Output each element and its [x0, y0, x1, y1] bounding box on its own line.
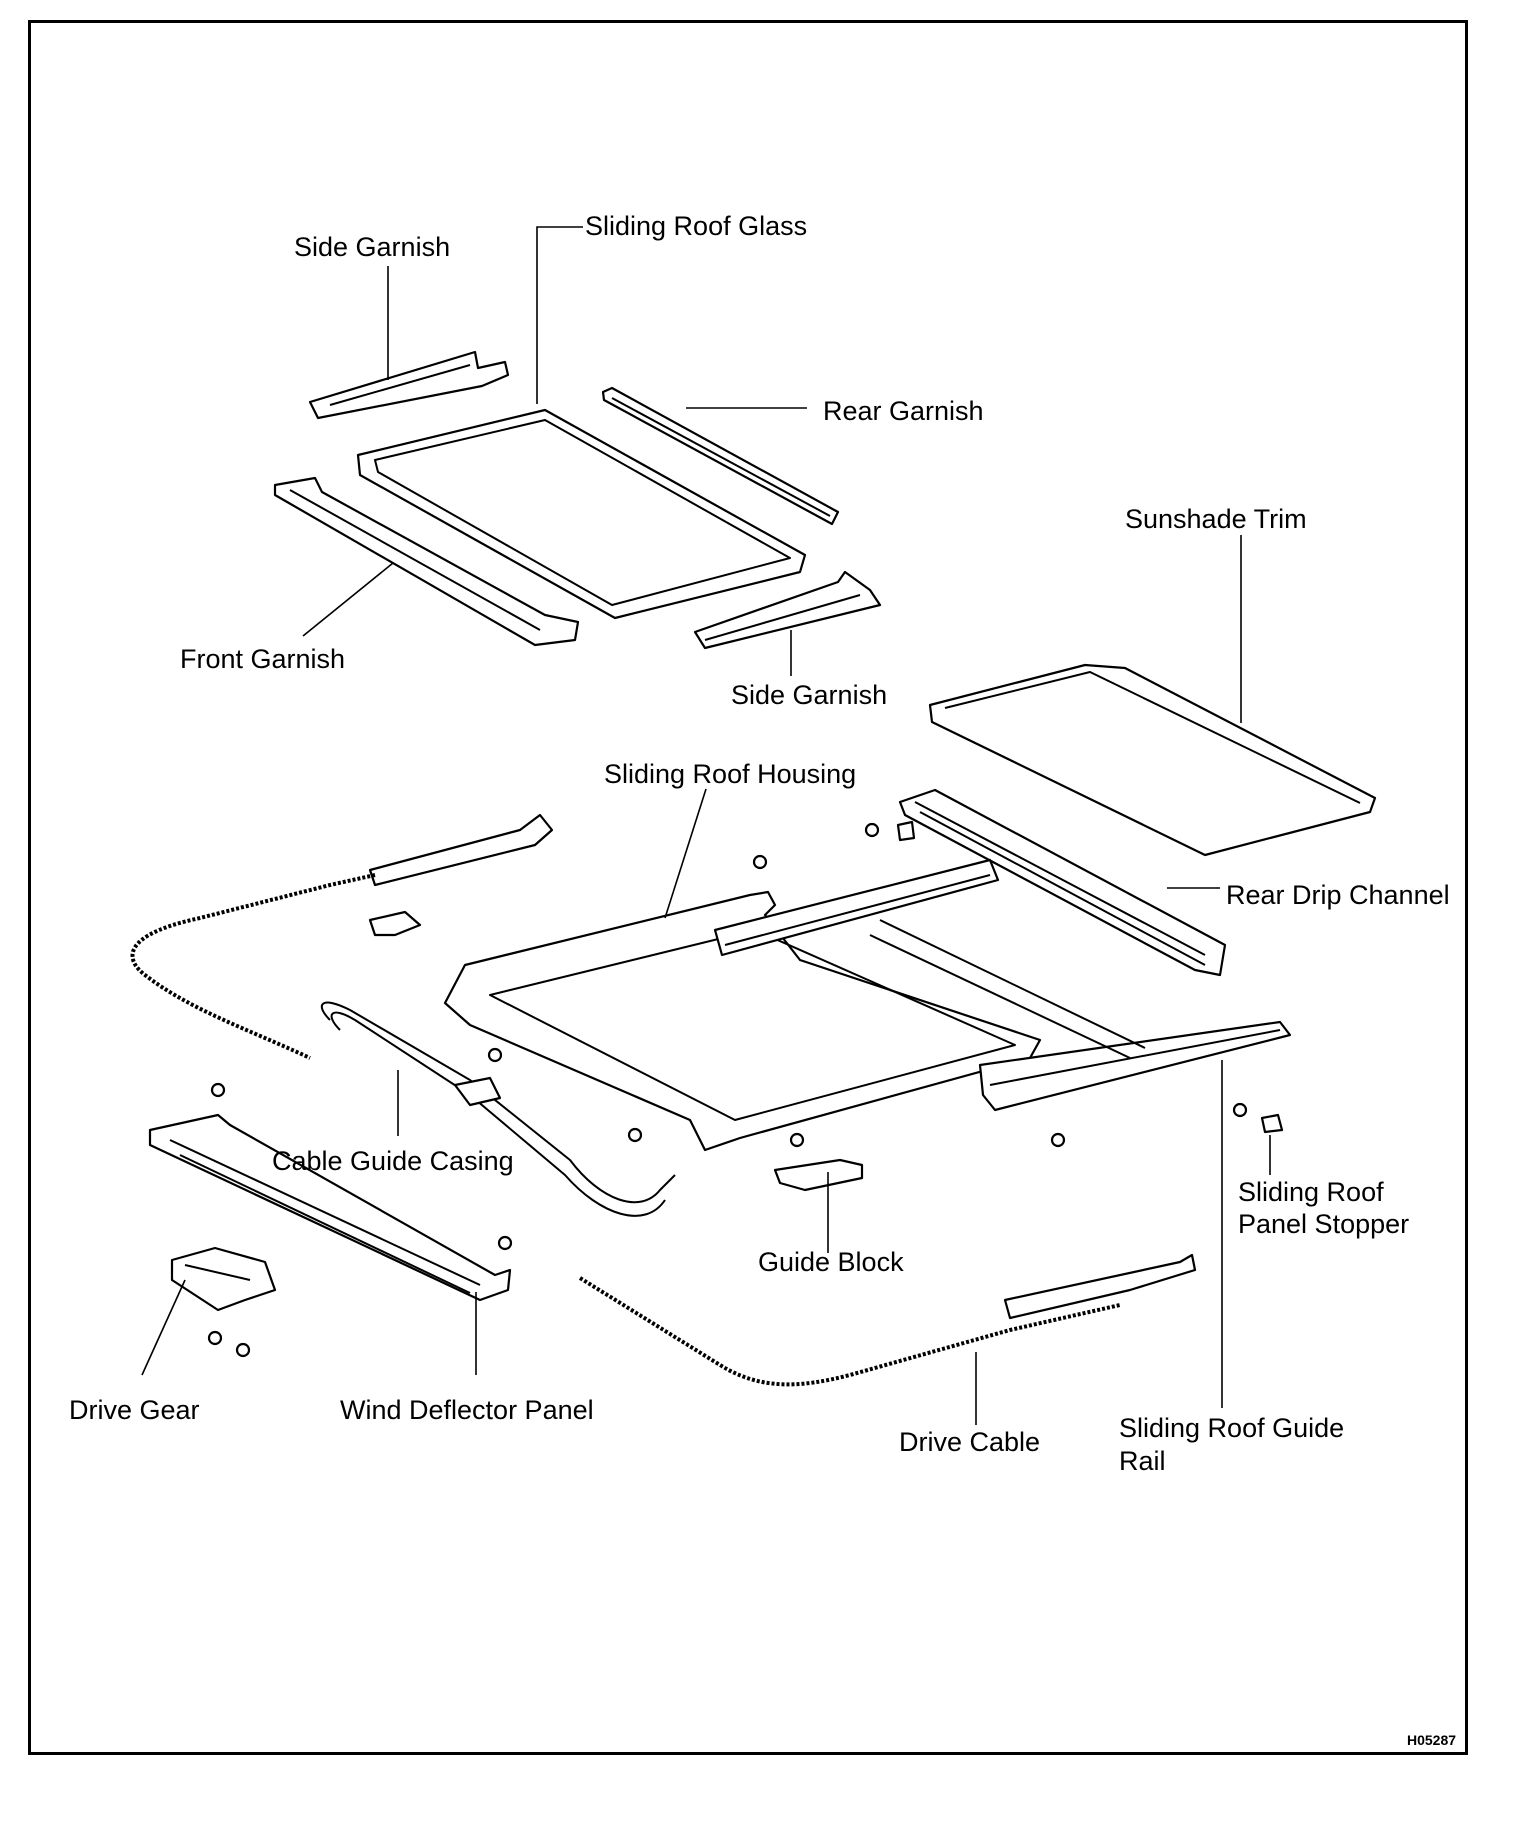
bolts [207, 822, 1248, 1358]
label-drive-cable: Drive Cable [899, 1427, 1041, 1457]
label-drive-gear: Drive Gear [69, 1395, 200, 1425]
side-garnish-left-part [308, 350, 510, 420]
label-sliding-roof-guide-rail-2: Rail [1119, 1446, 1166, 1476]
diagram-frame [28, 20, 1468, 1755]
label-sliding-roof-panel-stopper-2: Panel Stopper [1238, 1209, 1410, 1239]
sliding-roof-housing-part [443, 890, 1042, 1152]
label-sunshade-trim: Sunshade Trim [1125, 504, 1307, 534]
figure-code: H05287 [1407, 1732, 1457, 1748]
label-sliding-roof-panel-stopper-1: Sliding Roof [1238, 1177, 1384, 1207]
rear-drip-channel-part [898, 788, 1227, 977]
inner-rails-part [713, 858, 1292, 1112]
label-cable-guide-casing: Cable Guide Casing [272, 1146, 514, 1176]
label-sliding-roof-housing: Sliding Roof Housing [604, 759, 857, 789]
drive-cable-part [578, 1253, 1197, 1387]
guide-block-part [773, 1158, 864, 1192]
sunshade-trim-part [928, 663, 1377, 857]
label-front-garnish: Front Garnish [180, 644, 346, 674]
guide-assembly-left-part [130, 813, 554, 1060]
cable-guide-casing-part [320, 1001, 676, 1217]
wind-deflector-panel-part [148, 1113, 512, 1302]
label-side-garnish-left: Side Garnish [294, 232, 451, 262]
side-garnish-right-part [693, 570, 882, 650]
label-rear-drip-channel: Rear Drip Channel [1226, 880, 1450, 910]
label-sliding-roof-guide-rail-1: Sliding Roof Guide [1119, 1413, 1345, 1443]
label-guide-block: Guide Block [758, 1247, 904, 1277]
label-wind-deflector-panel: Wind Deflector Panel [340, 1395, 594, 1425]
front-garnish-part [273, 476, 580, 647]
drive-gear-part [170, 1246, 277, 1312]
sliding-roof-glass-part [356, 408, 807, 620]
label-side-garnish-right: Side Garnish [731, 680, 888, 710]
leader-lines [141, 226, 1271, 1425]
rear-garnish-part [601, 386, 840, 526]
panel-stopper-part [896, 820, 1284, 1134]
label-rear-garnish: Rear Garnish [823, 396, 984, 426]
label-sliding-roof-glass: Sliding Roof Glass [585, 211, 808, 241]
